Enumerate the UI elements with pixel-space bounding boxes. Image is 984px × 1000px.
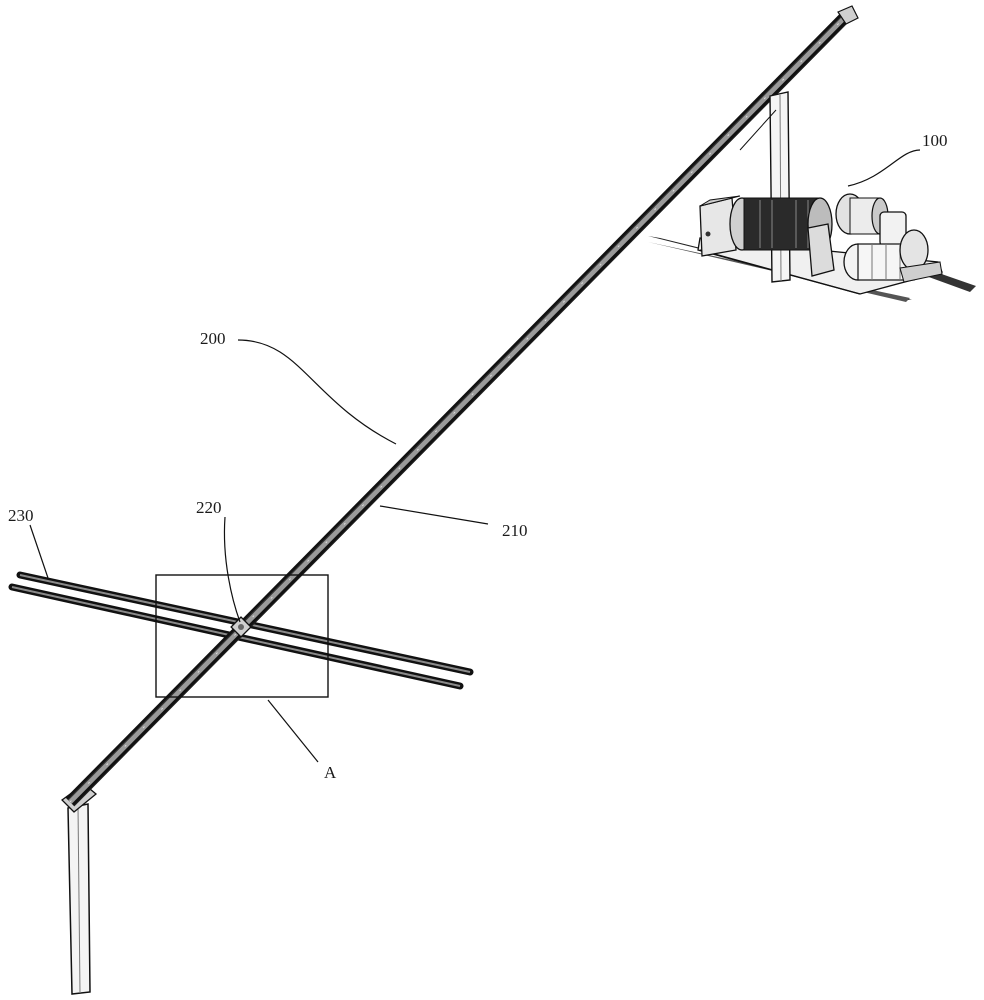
label-210: 210 (502, 521, 528, 540)
label-100: 100 (922, 131, 948, 150)
label-220: 220 (196, 498, 222, 517)
leader-lines (29, 149, 921, 763)
label-230: 230 (8, 506, 34, 525)
leader-200 (237, 339, 397, 445)
bottom-support-post (61, 783, 98, 995)
leader-a (267, 699, 319, 763)
winch-assembly-100 (648, 91, 976, 302)
leader-230 (29, 524, 49, 579)
detail-box-a (155, 574, 329, 698)
leader-100 (847, 149, 921, 187)
junction-220 (230, 616, 252, 638)
label-200: 200 (200, 329, 226, 348)
leader-210 (379, 505, 489, 525)
main-inclined-rail-210 (65, 5, 859, 807)
label-a: A (324, 763, 337, 782)
winch-motor (843, 229, 943, 283)
leader-220 (223, 516, 241, 623)
